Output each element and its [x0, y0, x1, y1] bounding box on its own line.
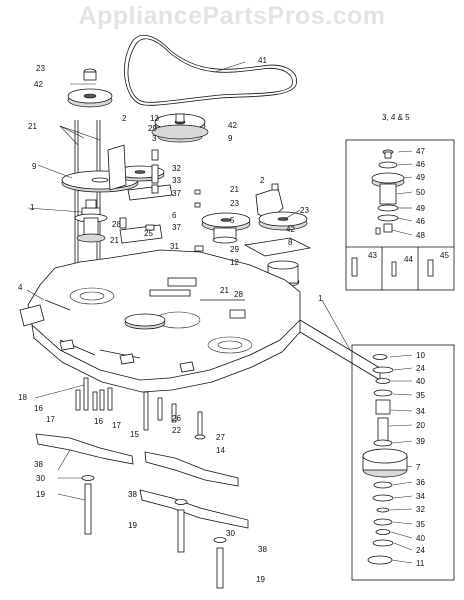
callout-1: 1 [30, 203, 35, 212]
callout-47: 47 [416, 147, 425, 156]
callout-30: 30 [226, 529, 235, 538]
callout-4: 4 [18, 283, 23, 292]
callout-12: 12 [230, 258, 239, 267]
callout-1: 1 [318, 294, 323, 303]
callout-labels: 23 41 42 21 2 13 29 3 42 9 32 33 9 37 21… [18, 56, 323, 584]
callout-16: 16 [34, 404, 43, 413]
callout-8: 8 [288, 238, 293, 247]
callout-45: 45 [440, 251, 449, 260]
callout-49: 49 [416, 204, 425, 213]
spindle-stack-labels: 10 24 40 35 34 20 39 7 36 34 32 35 40 24… [416, 351, 425, 568]
callout-35: 35 [416, 391, 425, 400]
callout-21: 21 [110, 236, 119, 245]
drive-belt [124, 34, 298, 106]
callout-37: 37 [172, 223, 181, 232]
callout-24: 24 [416, 364, 425, 373]
callout-6: 6 [172, 211, 177, 220]
callout-28: 28 [234, 290, 243, 299]
callout-10: 10 [416, 351, 425, 360]
callout-16: 16 [94, 417, 103, 426]
callout-49: 49 [416, 173, 425, 182]
callout-19: 19 [256, 575, 265, 584]
watermark-header: AppliancePartsPros.com [78, 2, 386, 30]
callout-26: 26 [172, 414, 181, 423]
callout-3: 3 [152, 134, 157, 143]
callout-13: 13 [150, 114, 159, 123]
callout-9: 9 [228, 134, 233, 143]
callout-17: 17 [46, 415, 55, 424]
callout-7: 7 [416, 463, 421, 472]
callout-35: 35 [416, 520, 425, 529]
callout-41: 41 [258, 56, 267, 65]
callout-46: 46 [416, 160, 425, 169]
callout-23: 23 [230, 199, 239, 208]
callout-46: 46 [416, 217, 425, 226]
callout-18: 18 [18, 393, 27, 402]
inset-3-4-5 [345, 139, 455, 291]
mower-deck-housing [19, 249, 381, 393]
callout-15: 15 [130, 430, 139, 439]
callout-11: 11 [416, 559, 425, 568]
spindle-leader-lines [388, 150, 413, 564]
callout-36: 36 [416, 478, 425, 487]
callout-34: 34 [416, 407, 425, 416]
callout-42: 42 [228, 121, 237, 130]
callout-9: 9 [32, 162, 37, 171]
callout-48: 48 [416, 231, 425, 240]
callout-21: 21 [220, 286, 229, 295]
callout-22: 22 [172, 426, 181, 435]
callout-29: 29 [148, 124, 157, 133]
callout-28: 28 [112, 220, 121, 229]
callout-39: 39 [416, 437, 425, 446]
callout-21: 21 [28, 122, 37, 131]
callout-23: 23 [36, 64, 45, 73]
leader-lines [26, 61, 351, 501]
callout-19: 19 [36, 490, 45, 499]
callout-20: 20 [416, 421, 425, 430]
callout-38: 38 [258, 545, 267, 554]
callout-40: 40 [416, 377, 425, 386]
callout-23: 23 [300, 206, 309, 215]
callout-38: 38 [34, 460, 43, 469]
callout-40: 40 [416, 534, 425, 543]
callout-25: 25 [144, 229, 153, 238]
callout-33: 33 [172, 176, 181, 185]
blades [35, 433, 249, 589]
callout-27: 27 [216, 433, 225, 442]
callout-32: 32 [172, 164, 181, 173]
callout-2: 2 [122, 114, 127, 123]
inset-title: 3, 4 & 5 [382, 113, 410, 122]
callout-21: 21 [230, 185, 239, 194]
callout-43: 43 [368, 251, 377, 260]
callout-42: 42 [34, 80, 43, 89]
callout-24: 24 [416, 546, 425, 555]
deck-bolts [75, 377, 206, 440]
callout-37: 37 [172, 189, 181, 198]
callout-17: 17 [112, 421, 121, 430]
callout-42: 42 [286, 225, 295, 234]
callout-2: 2 [260, 176, 265, 185]
callout-38: 38 [128, 490, 137, 499]
callout-34: 34 [416, 492, 425, 501]
callout-14: 14 [216, 446, 225, 455]
callout-44: 44 [404, 255, 413, 264]
callout-50: 50 [416, 188, 425, 197]
inset-labels: 3, 4 & 5 47 46 49 50 49 46 48 43 44 45 [368, 113, 449, 264]
callout-30: 30 [36, 474, 45, 483]
callout-31: 31 [170, 242, 179, 251]
callout-5: 5 [230, 216, 235, 225]
callout-32: 32 [416, 505, 425, 514]
spindle-exploded-stack [351, 344, 455, 581]
callout-19: 19 [128, 521, 137, 530]
callout-29: 29 [230, 245, 239, 254]
right-upper-pulley [151, 113, 209, 140]
